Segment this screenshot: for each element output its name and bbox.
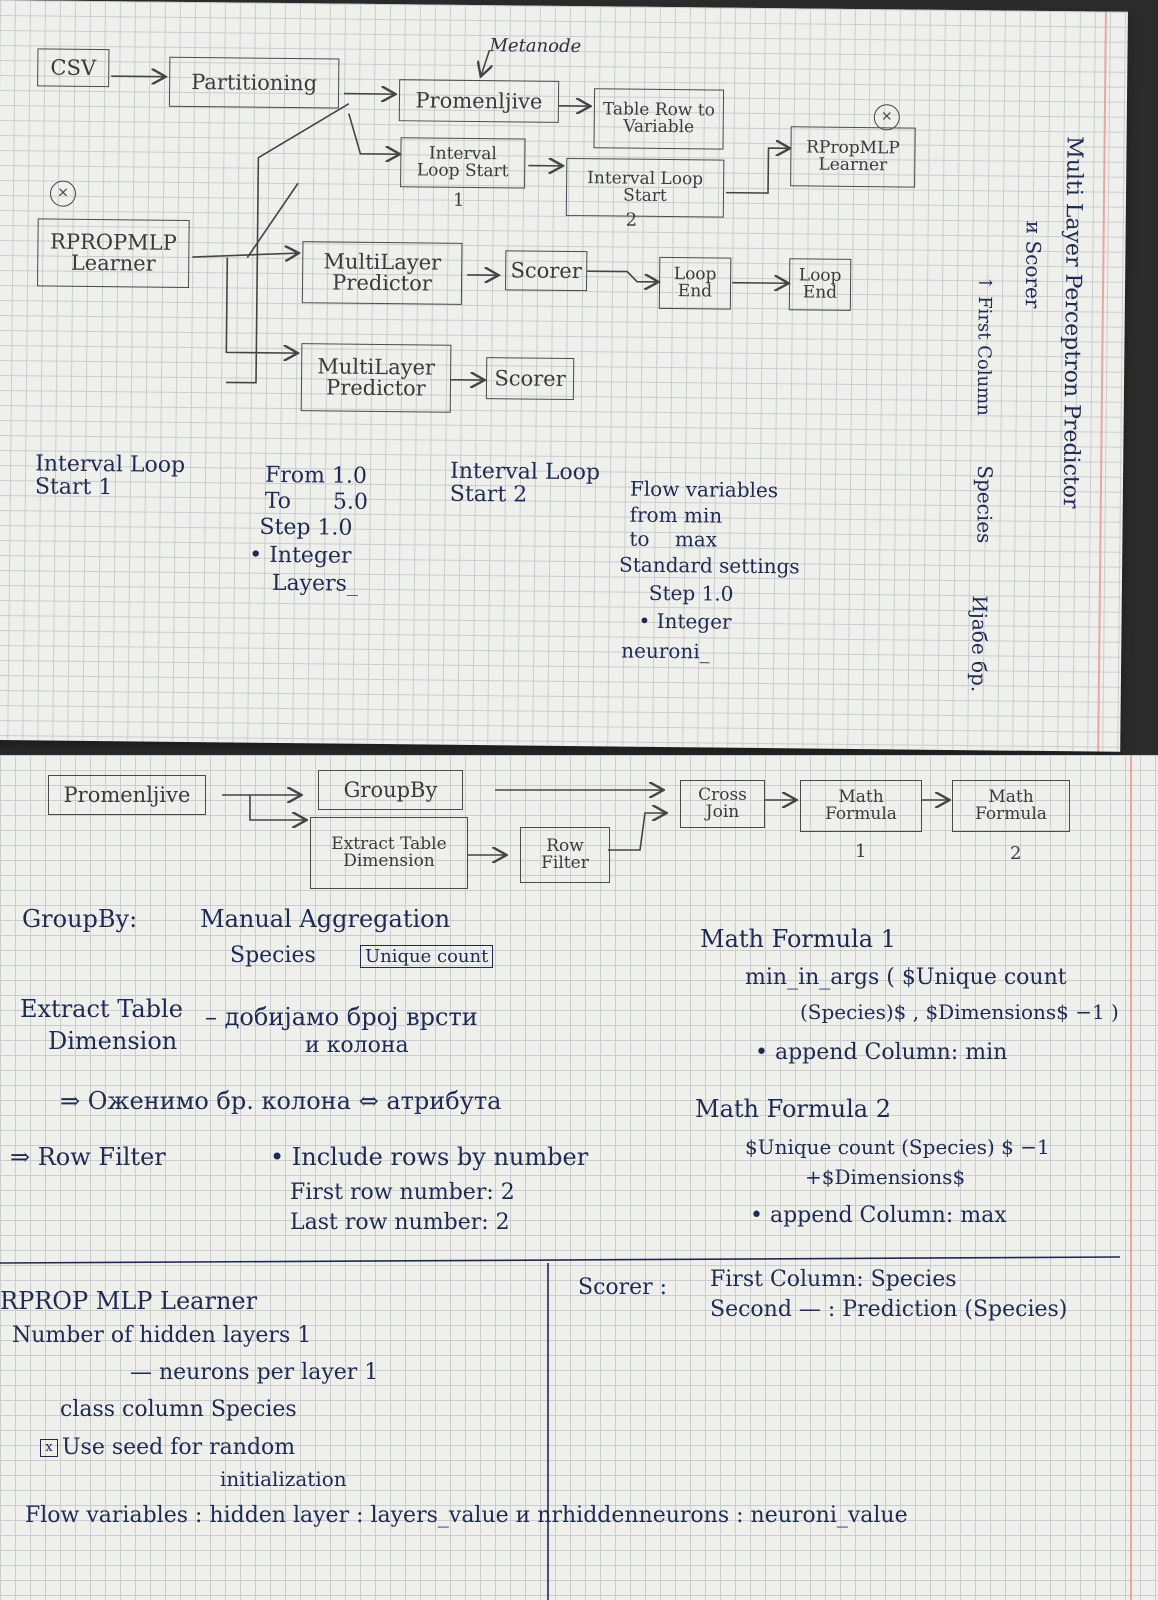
- note-ils1-var: Layers_: [271, 570, 359, 597]
- note-flow-variables: Flow variables : hidden layer : layers_v…: [25, 1503, 908, 1528]
- note-ils1-to: To 5.0: [264, 488, 369, 515]
- note-fv-7: neuroni_: [621, 638, 710, 664]
- side-note-line3: ↑ First Column: [972, 275, 996, 416]
- node-scorer-2: Scorer: [485, 357, 575, 401]
- note-ils1-integer: • Integer: [249, 542, 352, 569]
- node-multilayer-predictor-1: MultiLayer Predictor: [301, 241, 463, 305]
- node-interval-loop-start-2: Interval Loop Start: [565, 157, 725, 218]
- circled-x-icon-left: ×: [49, 180, 77, 207]
- note-mf2-2: +$Dimensions$: [805, 1165, 966, 1189]
- note-mf2-1: $Unique count (Species) $ −1: [745, 1135, 1050, 1159]
- note-rf-2: First row number: 2: [290, 1180, 515, 1205]
- note-ils1-from: From 1.0: [264, 462, 368, 489]
- note-rprop-title: RPROP MLP Learner: [0, 1287, 258, 1315]
- note-rf-1: • Include rows by number: [270, 1143, 589, 1171]
- metanode-label: Metanode: [489, 35, 582, 58]
- note-rprop-2: — neurons per layer 1: [130, 1360, 379, 1385]
- note-arrow: ⇒ Оженимо бр. колона ⇔ атрибута: [60, 1087, 502, 1115]
- node-loop-end-2: Loop End: [788, 258, 852, 311]
- note-fv-1: Flow variables: [629, 476, 779, 503]
- note-row-filter-label: ⇒ Row Filter: [10, 1143, 166, 1171]
- note-rf-3: Last row number: 2: [290, 1210, 510, 1235]
- note-mf2-3: • append Column: max: [750, 1203, 1007, 1228]
- node-math-formula-1-number: 1: [855, 841, 867, 862]
- note-etd-text-2: и колона: [305, 1033, 409, 1058]
- node-partitioning: Partitioning: [168, 56, 340, 109]
- node-multilayer-predictor-2: MultiLayer Predictor: [300, 343, 452, 413]
- note-mf2-title: Math Formula 2: [695, 1095, 891, 1123]
- margin-line-bottom: [1130, 755, 1132, 1600]
- note-groupby-unique-count: Unique count: [360, 945, 494, 968]
- node-groupby: GroupBy: [318, 770, 463, 810]
- note-rprop-1: Number of hidden layers 1: [12, 1323, 312, 1348]
- note-fv-4: Standard settings: [618, 552, 800, 579]
- side-note-line2: и Scorer: [1020, 220, 1046, 309]
- note-ils2-title: Interval Loop Start 2: [449, 458, 601, 508]
- note-scorer-2: Second — : Prediction (Species): [710, 1297, 1068, 1322]
- side-note-line4: Species: [972, 465, 998, 544]
- note-mf1-2: (Species)$ , $Dimensions$ −1 ): [800, 1000, 1119, 1024]
- note-mf1-1: min_in_args ( $Unique count: [745, 965, 1067, 990]
- node-promenljive-bottom: Promenljive: [48, 775, 206, 815]
- node-table-row-to-variable: Table Row to Variable: [593, 88, 725, 150]
- node-interval-loop-start-1-number: 1: [452, 189, 465, 211]
- note-ils1-title: Interval Loop Start 1: [34, 451, 186, 501]
- note-fv-3: to max: [629, 526, 718, 552]
- note-rprop-4: Use seed for random: [62, 1435, 296, 1460]
- node-rprop-mlp-learner-left: RPROPMLP Learner: [37, 218, 190, 288]
- note-etd-label-1: Extract Table: [20, 995, 183, 1023]
- notebook-page-bottom: Promenljive GroupBy Extract Table Dimens…: [0, 755, 1158, 1600]
- checkbox-checked-icon: x: [40, 1439, 58, 1457]
- note-ils1-step: Step 1.0: [259, 514, 353, 541]
- note-mf1-title: Math Formula 1: [700, 925, 896, 953]
- node-rprop-mlp-learner-right: RPropMLP Learner: [790, 126, 916, 188]
- note-etd-label-2: Dimension: [48, 1027, 178, 1055]
- note-fv-5: Step 1.0: [648, 580, 734, 606]
- margin-line: [1097, 11, 1107, 752]
- note-rprop-3: class column Species: [60, 1397, 297, 1422]
- node-loop-end-1: Loop End: [658, 256, 732, 310]
- note-rprop-5: initialization: [220, 1467, 347, 1491]
- node-interval-loop-start-2-number: 2: [625, 209, 638, 231]
- note-groupby-species: Species: [230, 943, 316, 968]
- node-math-formula-2: Math Formula: [952, 780, 1070, 832]
- node-promenljive: Promenljive: [398, 79, 560, 123]
- note-fv-2: from min: [629, 502, 723, 528]
- side-note-title: Multi Layer Perceptron Predictor: [1057, 136, 1087, 509]
- note-scorer-1: First Column: Species: [710, 1267, 957, 1292]
- note-mf1-3: • append Column: min: [755, 1040, 1008, 1065]
- notebook-page-top: Metanode CSV Partitioning Promenljive Ta…: [0, 0, 1128, 752]
- node-extract-table-dimension: Extract Table Dimension: [310, 817, 468, 889]
- node-math-formula-1: Math Formula: [800, 780, 922, 832]
- note-etd-text-1: – добијамо број врсти: [205, 1003, 478, 1031]
- node-cross-join: Cross Join: [680, 780, 765, 828]
- note-fv-6: • Integer: [638, 608, 732, 634]
- side-note-line5: Ијабе бр.: [966, 595, 992, 693]
- node-scorer-1: Scorer: [504, 250, 588, 292]
- node-math-formula-2-number: 2: [1010, 843, 1022, 864]
- note-groupby-label: GroupBy:: [22, 905, 138, 933]
- note-groupby-manual: Manual Aggregation: [200, 905, 451, 933]
- node-interval-loop-start-1: Interval Loop Start: [400, 137, 526, 189]
- node-row-filter: Row Filter: [520, 827, 610, 883]
- note-scorer-label: Scorer :: [578, 1275, 668, 1300]
- node-csv: CSV: [37, 48, 110, 88]
